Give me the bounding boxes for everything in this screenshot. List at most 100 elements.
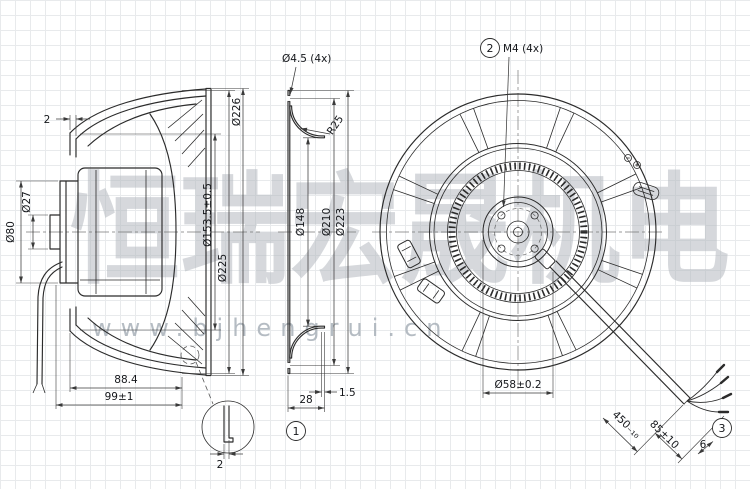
watermark-brand-text: 恒瑞宏晟机电	[70, 162, 730, 301]
side-view-dimensions: 2 Ø80 Ø27 Ø153.5±0.5 Ø225 Ø226 88.4 99±1	[5, 88, 249, 409]
detail-ext	[223, 440, 230, 459]
detail-bubble	[201, 400, 255, 454]
wire-tip	[715, 363, 726, 374]
motor-body	[77, 167, 163, 297]
wire-tip	[719, 375, 730, 385]
hub-cup	[149, 113, 177, 351]
dim-label-6: 6	[700, 439, 707, 451]
dim-label-884: 88.4	[114, 374, 138, 386]
dim-label-gap: 2	[44, 114, 51, 126]
r25-leader	[300, 127, 331, 135]
callout-2: 2	[480, 38, 500, 58]
m4-leader	[501, 56, 510, 208]
callout-1-label: 1	[293, 425, 300, 438]
power-cable	[549, 260, 691, 405]
wire-tip	[721, 392, 733, 400]
m4-hole	[530, 211, 539, 220]
lead-wire	[686, 400, 720, 413]
cable-clamp	[534, 248, 556, 270]
callout-2-circle	[480, 38, 500, 58]
hub-ring-outer	[429, 143, 607, 321]
outer-rim-inner	[386, 100, 650, 364]
callout-3-label: 3	[719, 422, 726, 435]
dim-label-85: 85±10	[647, 418, 681, 451]
shaft-center	[513, 227, 523, 237]
detail-plate-edge	[223, 405, 234, 443]
dim-label-99: 99±1	[105, 391, 134, 403]
nameplate-body	[632, 181, 660, 201]
rotor-ring-inner	[456, 170, 580, 294]
lead-wire	[686, 397, 724, 403]
hole-leader	[289, 66, 297, 95]
dim-label-d153: Ø153.5±0.5	[202, 183, 214, 247]
inlet-ring-edges	[69, 132, 77, 332]
back-plate	[205, 87, 212, 377]
ext-lines	[16, 88, 249, 409]
detail-view: 2	[180, 345, 255, 471]
stator-ring	[447, 161, 589, 303]
m4-hole	[530, 244, 539, 253]
inlet-ring-view: Ø4.5 (4x) R25 Ø148 Ø210 Ø223 28 1.5 1	[278, 53, 356, 441]
detail-source-circle	[180, 345, 200, 365]
terminal-block	[417, 278, 445, 304]
support-spokes	[393, 107, 643, 357]
dim-label-m4: M4 (4x)	[503, 43, 543, 55]
dim-label-d210: Ø210	[321, 208, 333, 236]
detail-leader	[195, 361, 214, 405]
dim-label-28: 28	[299, 394, 312, 406]
bolt-circle	[494, 208, 542, 256]
nameplate-lines	[637, 186, 655, 196]
front-view: M4 (4x) 2 Ø58±0.2 85±10 450₋₁₀ 6 3	[372, 38, 733, 464]
lead-wire	[686, 371, 718, 402]
dim-label-d80: Ø80	[5, 221, 17, 243]
lead-wire	[686, 382, 722, 402]
inlet-flange-holes	[288, 95, 290, 369]
dim-label-450: 450₋₁₀	[610, 409, 643, 441]
minus-mark-icon	[624, 154, 632, 162]
dim-label-d27: Ø27	[21, 191, 33, 213]
m4-hole	[497, 244, 506, 253]
motor-cable-end	[32, 383, 46, 394]
side-view: 2 Ø80 Ø27 Ø153.5±0.5 Ø225 Ø226 88.4 99±1	[5, 87, 260, 471]
callout-1-circle	[286, 421, 306, 441]
nameplate	[632, 181, 660, 201]
impeller-blades	[167, 99, 206, 365]
terminal-block-slots	[401, 246, 417, 262]
dim-label-thk: 1.5	[339, 387, 356, 399]
dim-label-d223: Ø223	[335, 208, 347, 236]
dim-6	[697, 441, 714, 455]
terminal-block-body	[417, 278, 445, 304]
motor-seams	[80, 170, 160, 294]
polarity-marks	[624, 154, 641, 169]
dim-label-d148: Ø148	[295, 208, 307, 236]
terminal-block-body	[397, 239, 421, 269]
m4-hole	[497, 211, 506, 220]
hub-58	[482, 196, 554, 268]
dim-450	[602, 417, 638, 453]
front-ext-lines	[482, 240, 725, 464]
terminal-block	[397, 239, 421, 269]
dim-85	[654, 432, 683, 460]
hub-ring-inner	[433, 147, 603, 317]
watermark: 恒瑞宏晟机电 www.bjhengrui.cn	[70, 162, 730, 342]
dim-label-detail: 2	[217, 459, 224, 471]
plus-lines	[635, 163, 639, 167]
watermark-url-text: www.bjhengrui.cn	[92, 314, 450, 342]
plus-mark-icon	[633, 161, 641, 169]
mount-flange	[49, 180, 79, 284]
shaft-boss	[506, 220, 530, 244]
motor-cable	[36, 261, 63, 385]
inlet-ext-lines	[287, 90, 354, 412]
dim-label-d225: Ø225	[217, 254, 229, 282]
dim-label-d226: Ø226	[231, 98, 243, 127]
callout-2-label: 2	[487, 42, 494, 55]
rotor-tick-ring	[448, 162, 588, 302]
outer-rim	[379, 93, 657, 371]
dim-label-r25: R25	[325, 113, 347, 137]
impeller-shroud-curves	[69, 88, 207, 376]
lead-wires	[686, 363, 733, 414]
terminal-block-slots	[422, 283, 440, 299]
dim-label-holes: Ø4.5 (4x)	[282, 53, 331, 65]
